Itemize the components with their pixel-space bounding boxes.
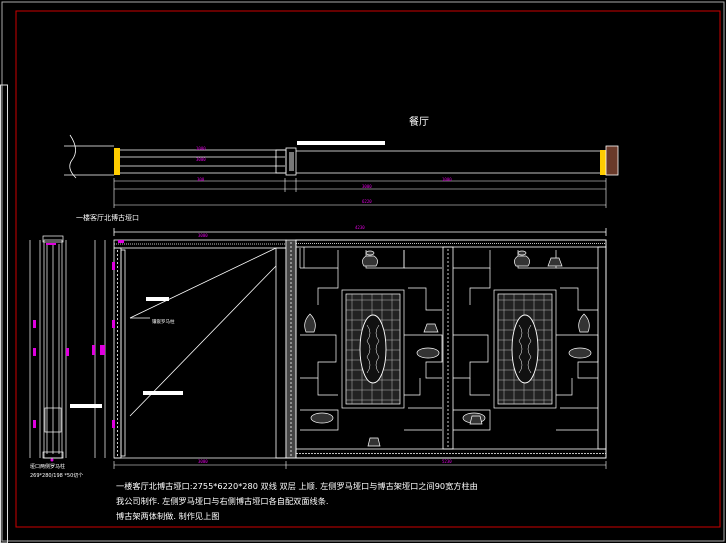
note-line-1: 一楼客厅北博古垭口:2755*6220*280 双线 双层 上顺. 左侧罗马垭口…: [116, 481, 478, 491]
dim-plan-bottom-3: 1000: [442, 177, 452, 182]
side-section: [29, 235, 106, 462]
section-title: 一楼客厅北博古垭口: [76, 214, 139, 222]
vertical-dimension-marks: [33, 240, 124, 428]
side-note-1: 垭口两侧罗马柱: [30, 464, 66, 470]
plan-view: [64, 134, 619, 179]
dim-plan-bottom-2: 3000: [362, 184, 372, 189]
room-label: 餐厅: [409, 117, 429, 128]
lattice-pattern-right: [498, 294, 552, 404]
dim-elev-bottom-1: 3000: [198, 459, 208, 464]
leader-label: 镶嵌罗马柱: [152, 320, 175, 325]
plan-dimension-lines: [113, 178, 607, 208]
lattice-pattern-left: [346, 294, 400, 404]
decor-vase-icons: [304, 250, 592, 447]
dim-elev-top-1: 3000: [198, 233, 208, 238]
note-line-2: 我公司制作. 左侧罗马垭口与右侧博古垭口各自配双面线条.: [116, 496, 329, 506]
dim-elev-bottom-2: 5230: [442, 459, 452, 464]
dim-plan-total: 6220: [362, 199, 372, 204]
note-line-3: 博古架两体制做. 制作见上图: [116, 511, 220, 521]
dim-plan-top-2: 3000: [196, 157, 206, 162]
dim-plan-top-1: 1000: [196, 146, 206, 151]
dim-elev-top-2: 4230: [355, 225, 365, 230]
elevation-bogu-shelf: [295, 239, 607, 459]
elevation-bottom-dimension: [113, 461, 607, 469]
dim-plan-bottom-1: 300: [197, 177, 205, 182]
side-note-2: 269*280/198 *50切个: [30, 473, 84, 479]
